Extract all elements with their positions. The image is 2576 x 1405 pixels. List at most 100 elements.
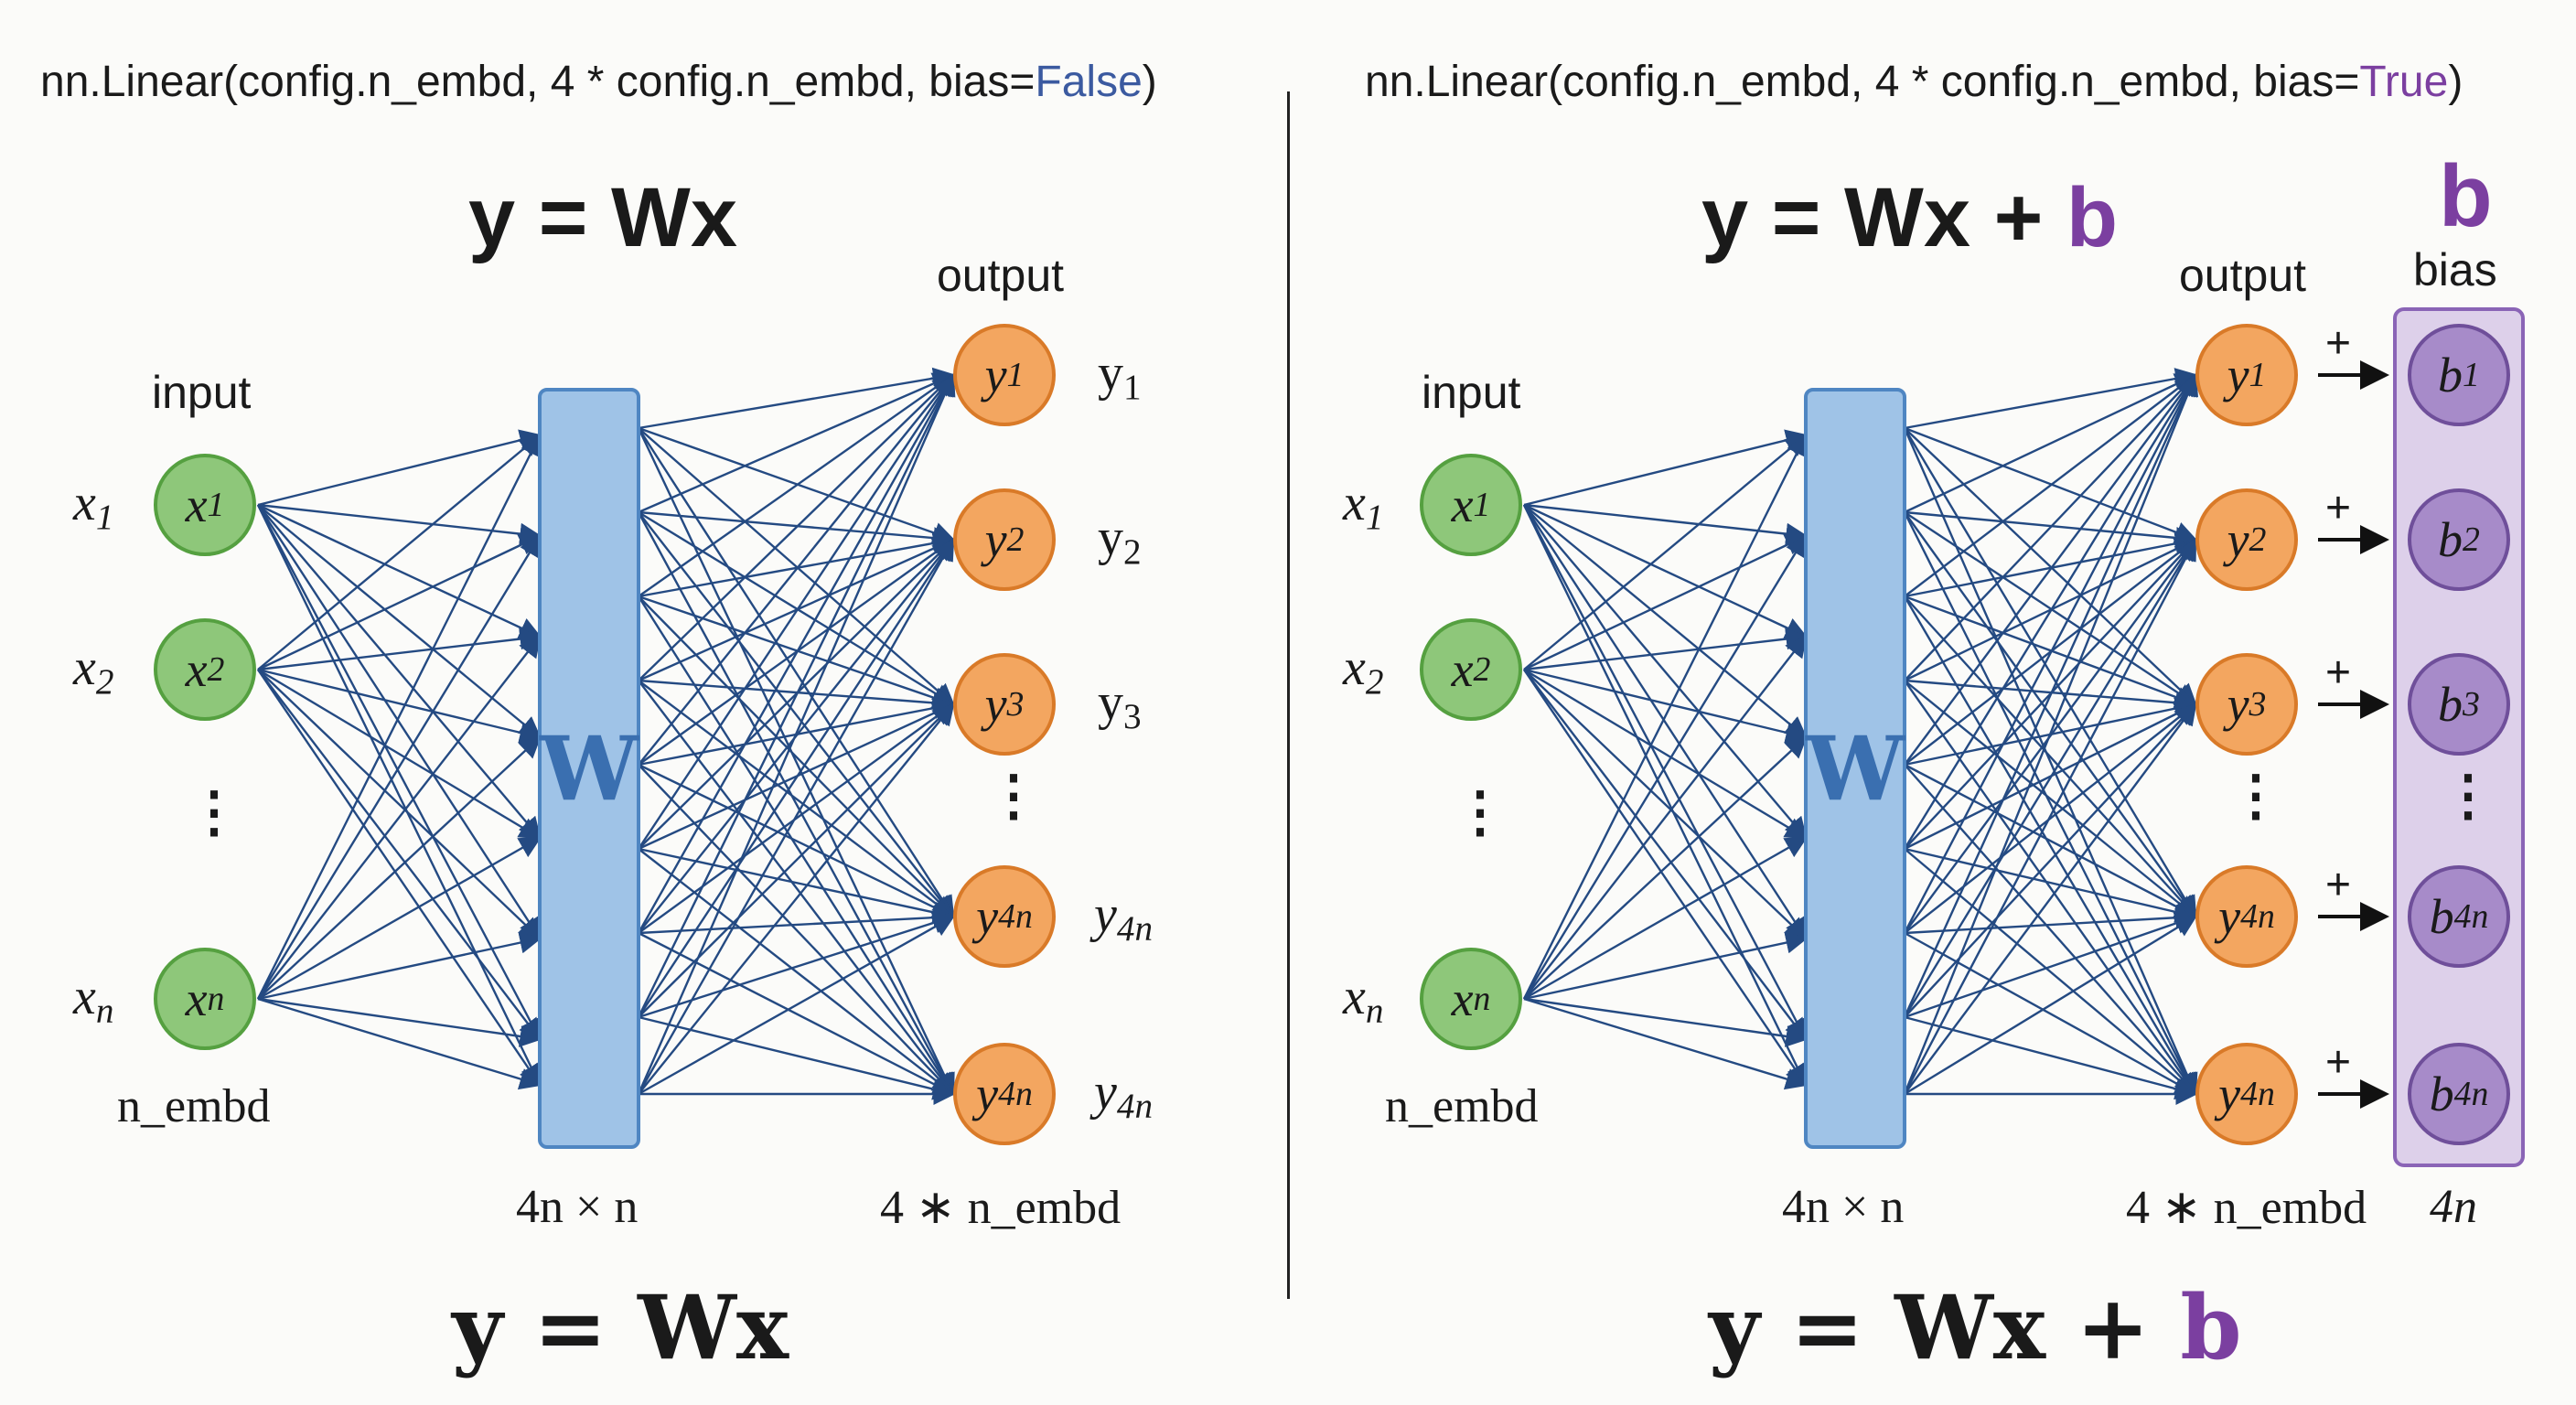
weight-to-output-edge — [1903, 537, 2197, 1095]
weight-to-output-edge — [1904, 915, 2198, 1096]
output-ellipsis: ⋮ — [2228, 765, 2283, 826]
input-to-weight-edge — [257, 997, 542, 1090]
input-label: input — [1422, 367, 1521, 418]
weight-to-output-edge — [638, 763, 956, 918]
input-to-weight-edge — [257, 504, 542, 840]
input-to-weight-edge — [1522, 504, 1808, 1088]
plus-sign-1: + — [2325, 319, 2352, 368]
input-dim-label: n_embd — [1385, 1080, 1539, 1132]
bias-symbol: b — [2439, 147, 2493, 245]
weight-to-output-edge — [1904, 373, 2197, 681]
weight-to-output-edge — [1904, 426, 2198, 543]
weight-to-output-edge — [637, 537, 955, 1095]
weight-to-output-edge — [1903, 595, 2197, 1097]
equation-top: y = Wx + b — [1701, 171, 2119, 264]
weight-to-output-edge — [1903, 372, 2197, 850]
panel-bias-true: nn.Linear(config.n_embd, 4 * config.n_em… — [1288, 0, 2576, 1405]
weight-to-output-edge — [1904, 373, 2198, 514]
weight-to-output-edge — [1903, 372, 2198, 1018]
input-side-label-1: x1 — [73, 475, 114, 537]
weight-to-output-edge — [1904, 427, 2197, 706]
weight-to-output-edge — [638, 931, 956, 1096]
input-to-weight-edge — [257, 997, 542, 1047]
weight-matrix: W — [1804, 388, 1906, 1149]
input-to-weight-edge — [1523, 669, 1808, 1041]
output-dim-label: 4 ∗ n_embd — [880, 1182, 1122, 1234]
weight-to-output-edge — [1904, 679, 2198, 714]
input-to-weight-edge — [1523, 669, 1808, 1087]
weight-to-output-edge — [638, 1015, 956, 1100]
input-to-weight-edge — [257, 434, 542, 670]
weight-to-output-edge — [1904, 763, 2198, 918]
input-to-weight-edge — [1523, 635, 1808, 1000]
equation-bottom: y = Wx — [452, 1276, 789, 1379]
weight-to-output-edge — [1904, 702, 2197, 1095]
weight-to-output-edge — [638, 680, 955, 1096]
plus-sign-2: + — [2325, 484, 2352, 532]
weight-to-output-edge — [1904, 511, 2197, 918]
weight-to-output-edge — [1904, 764, 2197, 1096]
weight-matrix: W — [538, 388, 640, 1149]
input-to-weight-edge — [1523, 429, 1809, 507]
output-dim-label: 4 ∗ n_embd — [2126, 1182, 2367, 1234]
weight-to-output-edge — [1904, 702, 2197, 1018]
input-to-weight-edge — [256, 533, 542, 1000]
weight-to-output-edge — [1903, 372, 2199, 1095]
input-label: input — [152, 367, 252, 418]
input-to-weight-edge — [257, 429, 542, 507]
weight-dim-label: 4n × n — [1782, 1181, 1905, 1233]
weight-to-output-edge — [637, 595, 955, 1097]
weight-to-output-edge — [1904, 595, 2197, 918]
weight-to-output-edge — [1903, 372, 2197, 934]
connection-lines — [1522, 360, 2389, 1109]
weight-to-output-edge — [637, 372, 955, 1018]
weight-to-output-edge — [1904, 368, 2198, 430]
output-label: output — [2179, 250, 2307, 301]
input-to-weight-edge — [1522, 504, 1808, 1042]
output-side-label-4n-b: y4n — [1094, 1064, 1154, 1126]
equation-top: y = Wx — [468, 171, 738, 264]
input-to-weight-edge — [1523, 836, 1809, 1001]
weight-to-output-edge — [1904, 931, 2198, 1096]
weight-to-output-edge — [638, 372, 956, 514]
input-to-weight-edge — [1523, 997, 1809, 1047]
bias-dim-label: 4n — [2430, 1181, 2477, 1233]
input-to-weight-edge — [1522, 533, 1808, 1000]
weight-to-output-edge — [637, 372, 956, 1095]
input-to-weight-edge — [1523, 931, 1809, 1001]
input-to-weight-edge — [1523, 504, 1808, 840]
weight-to-output-edge — [637, 372, 955, 934]
weight-to-output-edge — [638, 373, 955, 597]
output-ellipsis: ⋮ — [986, 765, 1041, 826]
weight-to-output-edge — [638, 595, 955, 918]
weight-to-output-edge — [1903, 427, 2198, 1097]
input-to-weight-edge — [257, 669, 542, 1041]
input-to-weight-edge — [1523, 997, 1809, 1090]
bias-value-true: True — [2359, 58, 2449, 106]
input-to-weight-edge — [256, 504, 542, 941]
plus-sign-3: + — [2325, 649, 2352, 697]
output-side-label-1: y1 — [1098, 345, 1142, 407]
weight-to-output-edge — [638, 848, 955, 1096]
code-label: nn.Linear(config.n_embd, 4 * config.n_em… — [1365, 57, 2463, 107]
input-side-label-2: x2 — [73, 639, 114, 702]
input-side-label-1: x1 — [1343, 475, 1384, 537]
weight-to-output-edge — [638, 680, 955, 918]
weight-to-output-edge — [638, 510, 956, 550]
weight-to-output-edge — [638, 702, 955, 1095]
output-side-label-2: y2 — [1098, 509, 1142, 572]
output-side-label-4n-a: y4n — [1094, 886, 1154, 949]
input-side-label-n: xn — [73, 969, 114, 1031]
weight-to-output-edge — [637, 511, 955, 1097]
